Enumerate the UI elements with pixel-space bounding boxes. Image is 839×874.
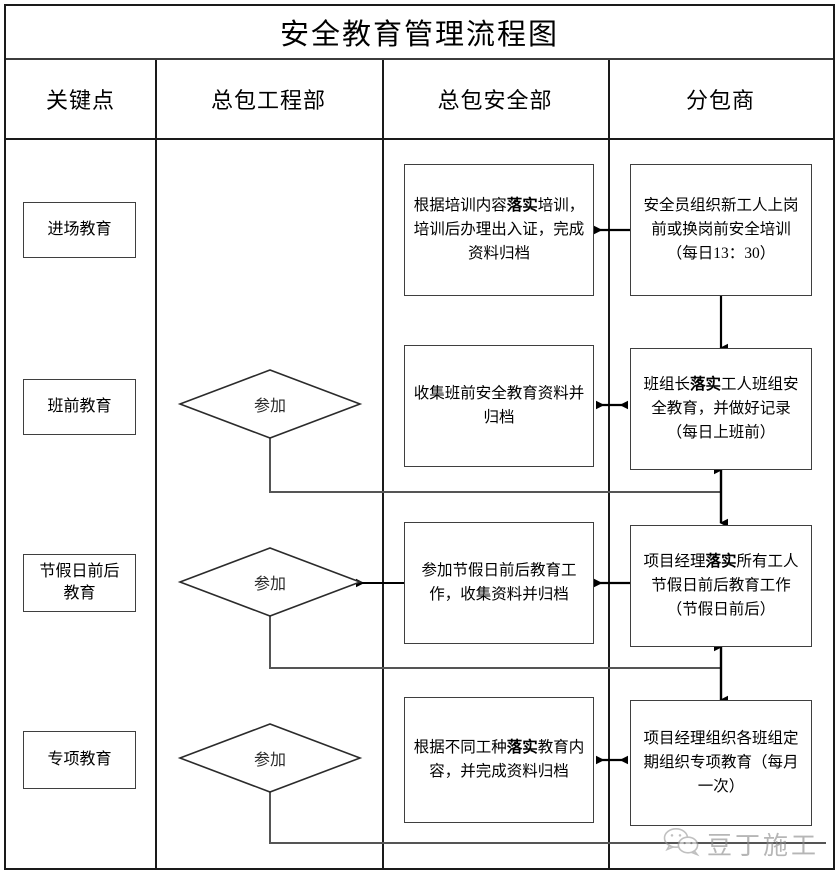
key-point-label: 进场教育 — [47, 220, 112, 238]
key-point-label: 专项教育 — [47, 750, 112, 768]
column-divider-2 — [382, 60, 384, 870]
title-divider — [6, 58, 833, 60]
subcontractor-text: 项目经理落实所有工人节假日前后教育工作（节假日前后） — [643, 552, 799, 618]
column-header-label: 关键点 — [45, 88, 115, 113]
wechat-icon — [663, 827, 701, 862]
chart-outer-frame — [4, 4, 835, 870]
key-point-box-row1[interactable]: 进场教育 — [23, 202, 136, 258]
subcontractor-text: 班组长落实工人班组安全教育，并做好记录（每日上班前） — [643, 375, 799, 441]
safety-dept-box-row3[interactable]: 参加节假日前后教育工作，收集资料并归档 — [404, 522, 594, 644]
subcontractor-text: 安全员组织新工人上岗前或换岗前安全培训（每日13：30） — [643, 196, 799, 262]
subcontractor-box-row4[interactable]: 项目经理组织各班组定期组织专项教育（每月一次） — [630, 700, 812, 826]
subcontractor-box-row1[interactable]: 安全员组织新工人上岗前或换岗前安全培训（每日13：30） — [630, 164, 812, 296]
decision-diamond-row3[interactable]: 参加 — [177, 546, 363, 618]
key-point-label: 节假日前后教育 — [39, 562, 120, 602]
safety-dept-box-row1[interactable]: 根据培训内容落实培训，培训后办理出入证，完成资料归档 — [404, 164, 594, 296]
page-title: 安全教育管理流程图 — [279, 19, 559, 51]
subcontractor-text: 项目经理组织各班组定期组织专项教育（每月一次） — [643, 729, 799, 795]
subcontractor-box-row2[interactable]: 班组长落实工人班组安全教育，并做好记录（每日上班前） — [630, 348, 812, 470]
column-header-label: 总包安全部 — [437, 88, 553, 113]
decision-label: 参加 — [253, 752, 286, 769]
subcontractor-box-row3[interactable]: 项目经理落实所有工人节假日前后教育工作（节假日前后） — [630, 525, 812, 647]
safety-dept-text: 参加节假日前后教育工作，收集资料并归档 — [421, 561, 577, 603]
column-divider-1 — [155, 60, 157, 870]
header-divider — [6, 138, 833, 140]
chart-title-band: 安全教育管理流程图 — [6, 6, 833, 58]
safety-dept-box-row2[interactable]: 收集班前安全教育资料并归档 — [404, 345, 594, 467]
column-header-safety-dept: 总包安全部 — [382, 60, 608, 138]
column-header-engineering-dept: 总包工程部 — [155, 60, 382, 138]
safety-dept-text: 根据培训内容落实培训，培训后办理出入证，完成资料归档 — [413, 196, 585, 262]
decision-diamond-row4[interactable]: 参加 — [177, 722, 363, 794]
key-point-box-row3[interactable]: 节假日前后教育 — [23, 554, 136, 612]
safety-dept-text: 根据不同工种落实教育内容，并完成资料归档 — [413, 738, 585, 780]
decision-label: 参加 — [253, 398, 286, 415]
column-header-row: 关键点 总包工程部 总包安全部 分包商 — [6, 60, 833, 138]
column-header-label: 总包工程部 — [210, 88, 326, 113]
safety-dept-box-row4[interactable]: 根据不同工种落实教育内容，并完成资料归档 — [404, 697, 594, 823]
watermark-text: 豆丁施工 — [707, 833, 820, 860]
key-point-label: 班前教育 — [47, 397, 112, 415]
key-point-box-row2[interactable]: 班前教育 — [23, 379, 136, 435]
column-divider-3 — [608, 60, 610, 870]
column-header-subcontractor: 分包商 — [608, 60, 833, 138]
column-header-label: 分包商 — [685, 88, 755, 113]
column-header-key-point: 关键点 — [6, 60, 155, 138]
safety-dept-text: 收集班前安全教育资料并归档 — [413, 384, 585, 426]
watermark: 豆丁施工 — [663, 826, 819, 862]
decision-diamond-row2[interactable]: 参加 — [177, 368, 363, 440]
key-point-box-row4[interactable]: 专项教育 — [23, 731, 136, 789]
decision-label: 参加 — [253, 576, 286, 593]
